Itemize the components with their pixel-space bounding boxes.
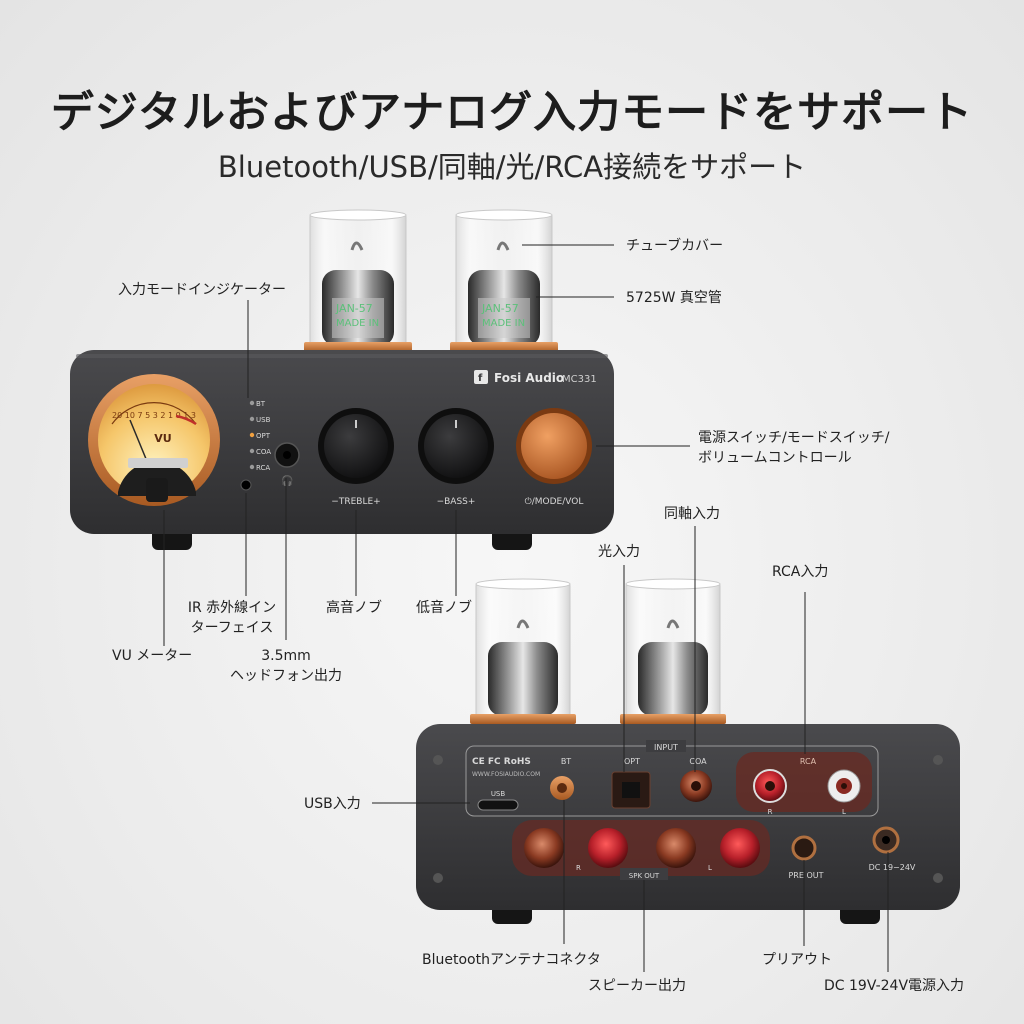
volume-label: ⏻/MODE/VOL (525, 496, 584, 507)
pre-out-jack[interactable] (791, 835, 817, 861)
volume-knob[interactable]: ⏻/MODE/VOL (516, 408, 592, 507)
callout-rca: RCA入力 (772, 564, 829, 580)
rear-tube-right (620, 578, 726, 724)
input-mode-indicator: BT USB OPT COA RCA (249, 400, 271, 472)
certification-marks: CE FC RoHS (472, 757, 531, 767)
callout-vu-meter: VU メーター (112, 648, 193, 664)
spk-r-label: R (576, 864, 581, 872)
callout-treble: 高音ノブ (326, 600, 382, 616)
speaker-post[interactable] (588, 828, 628, 868)
vu-scale: 20 10 7 5 3 2 1 0 1 3 (112, 411, 196, 420)
leader-lines (163, 244, 889, 972)
tube-print: MADE IN (482, 318, 525, 329)
tube-print: MADE IN (336, 318, 379, 329)
tube-print: JAN-57 (481, 302, 519, 315)
opt-label: OPT (624, 757, 640, 766)
ir-sensor (240, 479, 252, 491)
usb-label: USB (491, 790, 506, 798)
front-unit: JAN-57 MADE IN JAN-57 MADE IN f (70, 209, 614, 550)
bass-label: −BASS+ (437, 497, 476, 507)
speaker-post[interactable] (656, 828, 696, 868)
front-tube-left: JAN-57 MADE IN (304, 209, 412, 352)
indicator-rca: RCA (256, 464, 270, 472)
front-tube-right: JAN-57 MADE IN (450, 209, 558, 352)
treble-knob[interactable]: −TREBLE+ (318, 408, 394, 507)
callout-power-switch-line2: ボリュームコントロール (698, 450, 852, 466)
callout-dc-power: DC 19V-24V電源入力 (824, 978, 965, 994)
usb-port[interactable] (477, 799, 519, 811)
vu-meter: 20 10 7 5 3 2 1 0 1 3 VU (88, 374, 220, 506)
rear-chassis (416, 724, 960, 910)
headline: デジタルおよびアナログ入力モードをサポート (50, 88, 974, 138)
callout-input-indicator: 入力モードインジケーター (118, 282, 286, 298)
tube-socket-ring (450, 342, 558, 352)
bass-knob[interactable]: −BASS+ (418, 408, 494, 507)
callout-bass: 低音ノブ (416, 600, 472, 616)
speaker-post[interactable] (524, 828, 564, 868)
vu-label: VU (154, 432, 171, 445)
model-number: MC331 (562, 374, 597, 385)
treble-label: −TREBLE+ (331, 497, 380, 507)
input-group-label: INPUT (654, 743, 678, 752)
speaker-post[interactable] (720, 828, 760, 868)
indicator-bt: BT (256, 400, 266, 408)
rear-tube-left (470, 578, 576, 724)
rear-unit: INPUT CE FC RoHS WWW.FOSIAUDIO.COM USB B… (416, 578, 960, 924)
brand-name: Fosi Audio (494, 371, 564, 385)
spk-l-label: L (708, 864, 712, 872)
callout-preout: プリアウト (762, 952, 832, 968)
subheadline: Bluetooth/USB/同軸/光/RCA接続をサポート (217, 150, 807, 184)
rca-l-label: L (842, 808, 846, 816)
indicator-opt: OPT (256, 432, 271, 440)
callout-optical: 光入力 (598, 544, 640, 560)
svg-text:f: f (478, 373, 483, 384)
callout-tube: 5725W 真空管 (626, 290, 722, 306)
indicator-usb: USB (256, 416, 271, 424)
rca-r-label: R (768, 808, 773, 816)
callout-usb: USB入力 (304, 796, 361, 812)
bt-label: BT (561, 757, 571, 766)
callout-power-switch-line1: 電源スイッチ/モードスイッチ/ (698, 430, 890, 446)
indicator-coa: COA (256, 448, 271, 456)
pre-out-label: PRE OUT (788, 871, 823, 880)
callout-speaker-out: スピーカー出力 (588, 978, 686, 994)
callout-tube-cover: チューブカバー (626, 238, 724, 254)
website-text: WWW.FOSIAUDIO.COM (472, 771, 540, 778)
callout-headphone-line1: 3.5mm (261, 648, 311, 664)
callout-ir-line1: IR 赤外線イン (187, 600, 277, 616)
headphone-icon: 🎧 (281, 474, 293, 487)
rca-label: RCA (800, 757, 817, 766)
coa-label: COA (689, 757, 707, 766)
callout-coaxial: 同軸入力 (664, 506, 720, 522)
callout-ir-line2: ターフェイス (190, 620, 274, 636)
brand-logo: f Fosi Audio MC331 (474, 370, 597, 385)
dc-label: DC 19−24V (869, 863, 916, 872)
callout-bt-antenna: Bluetoothアンテナコネクタ (422, 952, 601, 968)
spk-out-label: SPK OUT (629, 872, 660, 880)
tube-print: JAN-57 (335, 302, 373, 315)
callout-headphone-line2: ヘッドフォン出力 (230, 668, 342, 684)
tube-socket-ring (304, 342, 412, 352)
